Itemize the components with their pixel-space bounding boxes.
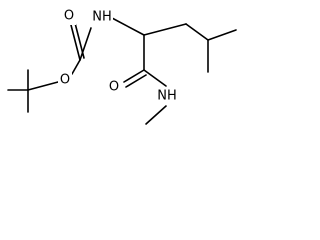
- bond-alpha-c-to-ch2: [143, 23, 187, 36]
- atom-mask-o-carbonyl: [62, 8, 76, 25]
- bond-carbonyl-c-to-o-double-a: [70, 24, 81, 61]
- atom-mask-nh-top: [91, 8, 113, 26]
- bond-nh-to-alpha-c: [111, 17, 145, 36]
- atom-label-o-ester: O: [60, 73, 70, 88]
- bond-ch2-to-ch: [185, 23, 209, 41]
- bond-o-ester-to-carbonyl-c: [71, 59, 81, 75]
- bond-nh-to-n-methyl: [145, 105, 167, 125]
- chemical-structure-canvas: NH O O O NH: [0, 0, 248, 142]
- bond-carbonyl-c-to-nh: [79, 27, 92, 61]
- atom-label-o-carbonyl: O: [64, 9, 74, 24]
- atom-mask-o-ester: [58, 72, 72, 89]
- bond-layer: [7, 17, 237, 125]
- bond-tbu-to-o-ester: [27, 81, 59, 91]
- atom-label-nh-amide: NH: [157, 89, 177, 104]
- atom-mask-o-amide: [107, 79, 121, 96]
- atom-mask-nh-amide: [155, 87, 179, 105]
- atom-label-o-amide: O: [109, 80, 119, 95]
- atom-label-nh-top: NH: [92, 10, 112, 25]
- bond-ch-to-methyl-up: [207, 29, 237, 41]
- bond-amide-c-to-o-double-a: [123, 69, 145, 83]
- bond-amide-c-to-o-double-b: [125, 74, 147, 88]
- bond-amide-c-to-nh: [143, 69, 167, 87]
- atom-label-layer: NH O O O NH: [58, 8, 179, 105]
- molecule-diagram: NH O O O NH: [7, 8, 237, 125]
